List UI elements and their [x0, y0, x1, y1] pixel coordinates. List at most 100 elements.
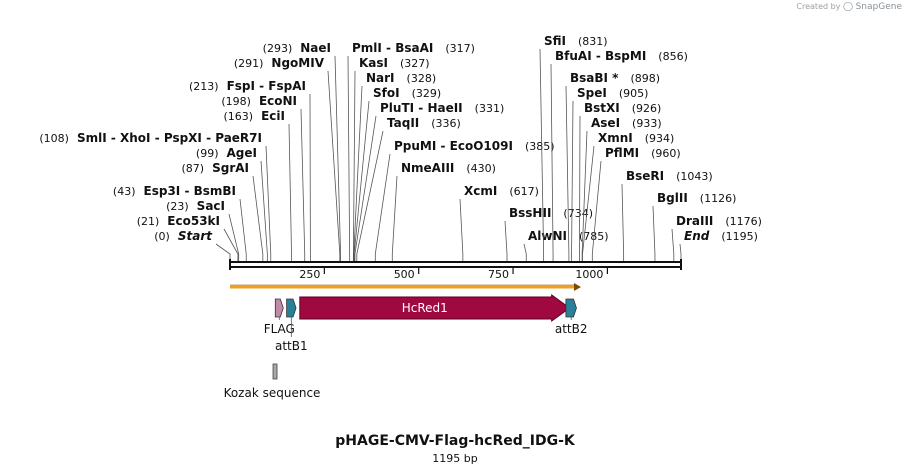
site-xmni-line	[582, 145, 595, 262]
site-esp3i-line	[239, 198, 247, 262]
site-xcmi-name: XcmI	[464, 184, 497, 198]
feature-attb1-label: attB1	[275, 339, 308, 353]
site-ppumi-position: (385)	[525, 140, 555, 153]
site-pflmi-line	[591, 160, 602, 262]
site-kasi-position: (327)	[400, 57, 430, 70]
site-agei-position: (99)	[196, 147, 219, 160]
tick-label-250: 250	[299, 268, 320, 281]
site-sfoi-position: (329)	[412, 87, 442, 100]
site-sfii-line	[539, 48, 545, 262]
tick-label-1000: 1000	[575, 268, 603, 281]
feature-kozak-sequence-label: Kozak sequence	[224, 386, 321, 400]
site-bseri-name: BseRI	[626, 169, 664, 183]
site-xcmi-line	[459, 198, 464, 262]
site-draiii-name: DraIII	[676, 214, 713, 228]
site-ngomiv-position: (291)	[234, 57, 264, 70]
site-alwni-name: AlwNI	[528, 229, 567, 243]
site-bsshii-name: BssHII	[509, 206, 551, 220]
site-bstxi-line	[579, 115, 581, 262]
site-bglii-line	[652, 205, 656, 262]
site-ecii-name: EciI	[261, 109, 285, 123]
site-bglii-position: (1126)	[700, 192, 737, 205]
site-alwni-line	[523, 243, 527, 262]
site-sfii-name: SfiI	[544, 34, 566, 48]
site-fspi-name: FspI - FspAI	[227, 79, 306, 93]
site-pflmi-name: PflMI	[605, 146, 639, 160]
site-econi-line	[300, 108, 306, 262]
site-agei-name: AgeI	[227, 146, 257, 160]
site-smli-line	[265, 145, 272, 262]
site-econi-name: EcoNI	[259, 94, 297, 108]
tick-label-750: 750	[488, 268, 509, 281]
site-nari-position: (328)	[407, 72, 437, 85]
plasmid-length: 1195 bp	[432, 452, 478, 465]
site-spei-name: SpeI	[577, 86, 607, 100]
site-sgrai-name: SgrAI	[212, 161, 249, 175]
site-eco53ki-position: (21)	[137, 215, 160, 228]
site-spei-position: (905)	[619, 87, 649, 100]
site-pflmi-position: (960)	[651, 147, 681, 160]
snapgene-logo-icon: ◯	[842, 2, 854, 12]
site-naei-line	[334, 55, 341, 262]
site-smli-name: SmlI - XhoI - PspXI - PaeR7I	[77, 131, 262, 145]
site-pluti-line	[354, 115, 377, 262]
credit-prefix: Created by	[796, 2, 841, 11]
site-sfoi-line	[353, 100, 370, 262]
site-end-name: End	[684, 229, 710, 243]
feature-hcred1-label: HcRed1	[402, 301, 448, 315]
feature-attb1-box	[286, 298, 297, 318]
site-ecii-position: (163)	[224, 110, 254, 123]
site-xmni-position: (934)	[645, 132, 675, 145]
feature-flag-label: FLAG	[264, 322, 295, 336]
site-econi-position: (198)	[221, 95, 251, 108]
site-asei-position: (933)	[632, 117, 662, 130]
site-bsshii-line	[504, 220, 508, 262]
site-smli-position: (108)	[39, 132, 69, 145]
site-bfuai-line	[550, 63, 554, 262]
site-ecii-line	[288, 123, 292, 262]
site-asei-name: AseI	[591, 116, 620, 130]
site-sfoi-name: SfoI	[373, 86, 400, 100]
site-ppumi-line	[374, 153, 391, 262]
site-taqii-position: (336)	[431, 117, 461, 130]
site-pluti-position: (331)	[475, 102, 505, 115]
site-taqii-line	[356, 130, 384, 262]
site-pmli-name: PmlI - BsaAI	[352, 41, 433, 55]
site-nmeaiii-line	[391, 175, 398, 262]
site-xcmi-position: (617)	[509, 185, 539, 198]
site-sfii-position: (831)	[578, 35, 608, 48]
site-sgrai-position: (87)	[182, 162, 205, 175]
feature-attb2-box	[565, 298, 577, 318]
site-spei-line	[571, 100, 574, 262]
site-agei-line	[260, 160, 268, 262]
site-naei-position: (293)	[263, 42, 293, 55]
feature-kozak-sequence-box	[272, 363, 278, 380]
feature-flag-box	[274, 298, 284, 318]
site-kasi-name: KasI	[359, 56, 388, 70]
site-bfuai-position: (856)	[658, 50, 688, 63]
snapgene-credit: Created by ◯ SnapGene	[796, 2, 902, 12]
site-saci-position: (23)	[166, 200, 189, 213]
site-bfuai-name: BfuAI - BspMI	[555, 49, 646, 63]
site-pmli-position: (317)	[445, 42, 475, 55]
site-end-position: (1195)	[721, 230, 758, 243]
site-naei-name: NaeI	[300, 41, 331, 55]
site-eco53ki-name: Eco53kI	[167, 214, 220, 228]
site-bstxi-name: BstXI	[584, 101, 620, 115]
site-bseri-position: (1043)	[676, 170, 713, 183]
site-bsabi-line	[565, 85, 570, 262]
tick-label-500: 500	[394, 268, 415, 281]
site-bseri-line	[621, 183, 625, 262]
site-xmni-name: XmnI	[598, 131, 633, 145]
credit-brand: SnapGene	[855, 2, 902, 12]
feature-hcred1-arrow	[299, 294, 571, 322]
site-draiii-position: (1176)	[725, 215, 762, 228]
site-draiii-line	[671, 228, 675, 262]
site-pluti-name: PluTI - HaeII	[380, 101, 463, 115]
site-bglii-name: BglII	[657, 191, 688, 205]
site-esp3i-position: (43)	[113, 185, 136, 198]
site-nmeaiii-position: (430)	[466, 162, 496, 175]
site-bstxi-position: (926)	[632, 102, 662, 115]
site-nmeaiii-name: NmeAIII	[401, 161, 454, 175]
